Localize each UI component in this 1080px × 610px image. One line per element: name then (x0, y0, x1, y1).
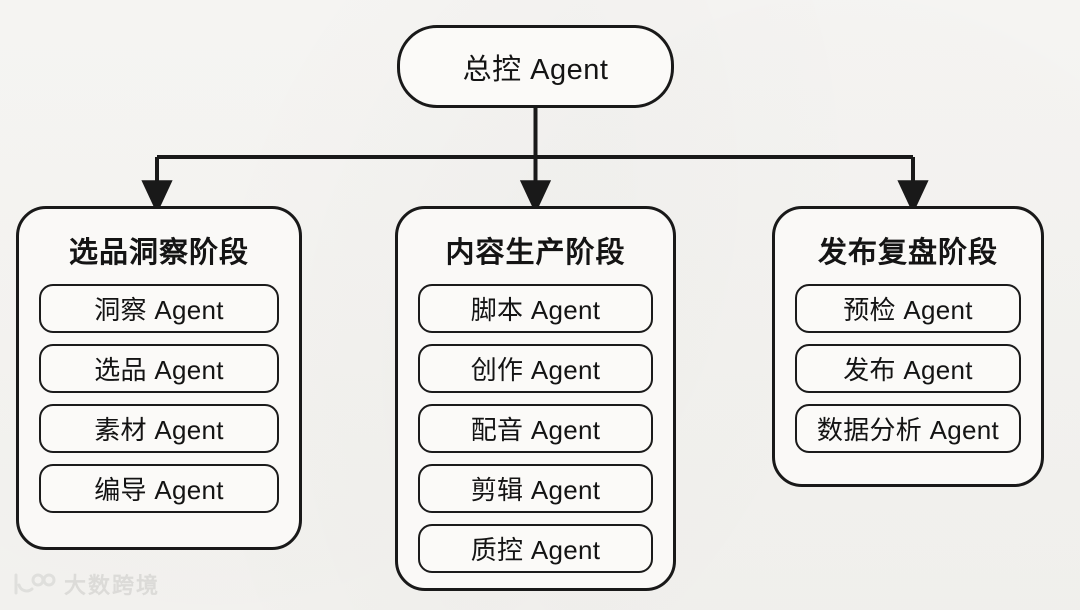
stage-group-content-production[interactable]: 内容生产阶段 脚本 Agent 创作 Agent 配音 Agent 剪辑 Age… (395, 206, 676, 591)
agent-pill[interactable]: 创作 Agent (418, 344, 653, 393)
agent-pill-label: 质控 Agent (470, 535, 601, 565)
agent-pill[interactable]: 发布 Agent (795, 344, 1021, 393)
root-node-label: 总控 Agent (462, 53, 609, 86)
stage-group-publish-review[interactable]: 发布复盘阶段 预检 Agent 发布 Agent 数据分析 Agent (772, 206, 1044, 487)
agent-pill[interactable]: 数据分析 Agent (795, 404, 1021, 453)
agent-pill-label: 剪辑 Agent (470, 475, 601, 505)
agent-pill[interactable]: 选品 Agent (39, 344, 279, 393)
agent-pill[interactable]: 配音 Agent (418, 404, 653, 453)
agent-pill-label: 编导 Agent (94, 475, 224, 505)
agent-pill-label: 选品 Agent (94, 355, 224, 385)
agent-pill[interactable]: 质控 Agent (418, 524, 653, 573)
stage-item-list: 脚本 Agent 创作 Agent 配音 Agent 剪辑 Agent 质控 A… (418, 284, 653, 573)
agent-pill-label: 配音 Agent (470, 415, 601, 445)
agent-pill-label: 数据分析 Agent (816, 415, 1000, 445)
agent-pill-label: 洞察 Agent (94, 295, 224, 325)
agent-pill-label: 预检 Agent (843, 295, 973, 325)
agent-pill-label: 创作 Agent (470, 355, 601, 385)
stage-item-list: 洞察 Agent 选品 Agent 素材 Agent 编导 Agent (39, 284, 279, 513)
agent-pill[interactable]: 预检 Agent (795, 284, 1021, 333)
agent-pill-label: 素材 Agent (94, 415, 224, 445)
brand-logo-icon (14, 573, 56, 595)
stage-title: 内容生产阶段 (445, 237, 626, 269)
agent-pill[interactable]: 脚本 Agent (418, 284, 653, 333)
stage-group-selection-insight[interactable]: 选品洞察阶段 洞察 Agent 选品 Agent 素材 Agent 编导 Age… (16, 206, 302, 550)
agent-pill[interactable]: 编导 Agent (39, 464, 279, 513)
watermark: 大数跨境 (10, 568, 160, 600)
agent-pill-label: 脚本 Agent (470, 295, 601, 325)
agent-pill-label: 发布 Agent (843, 355, 973, 385)
agent-pill[interactable]: 剪辑 Agent (418, 464, 653, 513)
root-node[interactable]: 总控 Agent (397, 25, 674, 108)
stage-title: 选品洞察阶段 (68, 237, 249, 269)
stage-item-list: 预检 Agent 发布 Agent 数据分析 Agent (795, 284, 1021, 453)
watermark-text: 大数跨境 (64, 573, 161, 598)
agent-pill[interactable]: 素材 Agent (39, 404, 279, 453)
stage-title: 发布复盘阶段 (817, 237, 998, 269)
agent-pill[interactable]: 洞察 Agent (39, 284, 279, 333)
